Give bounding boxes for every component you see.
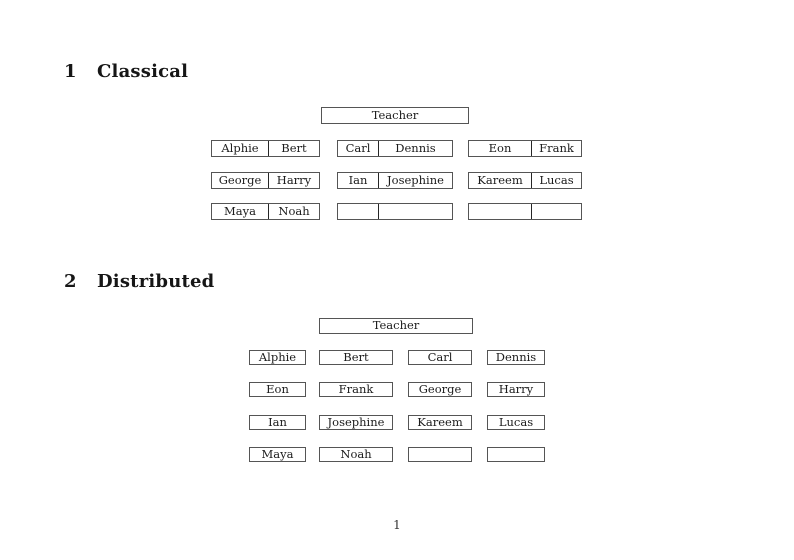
- seat: Eon: [266, 383, 289, 396]
- distributed-desk: Kareem: [408, 415, 472, 430]
- distributed-teacher-box: Teacher: [319, 318, 473, 334]
- classical-desk: Alphie Bert: [211, 140, 320, 157]
- distributed-desk: Bert: [319, 350, 393, 365]
- distributed-desk: Josephine: [319, 415, 393, 430]
- seat: Carl: [345, 141, 371, 155]
- classical-desk: Ian Josephine: [337, 172, 453, 189]
- distributed-desk: Ian: [249, 415, 306, 430]
- distributed-desk: George: [408, 382, 472, 397]
- seat: Maya: [224, 204, 256, 218]
- page-number: 1: [393, 518, 401, 532]
- distributed-desk: Dennis: [487, 350, 545, 365]
- section-heading-classical: 1 Classical: [64, 62, 188, 82]
- distributed-desk: Carl: [408, 350, 472, 365]
- section-number: 2: [64, 271, 77, 292]
- distributed-desk: Noah: [319, 447, 393, 462]
- classical-desk-empty: [337, 203, 453, 220]
- seat: Lucas: [531, 173, 581, 188]
- section-number: 1: [64, 61, 77, 82]
- distributed-desk: Eon: [249, 382, 306, 397]
- seat: Dennis: [495, 351, 537, 364]
- seat-empty: [531, 204, 581, 219]
- seat: Alphie: [221, 141, 259, 155]
- seat: Josephine: [378, 173, 452, 188]
- seat: Kareem: [417, 416, 463, 429]
- classical-desk-empty: [468, 203, 582, 220]
- seat-empty: [488, 448, 544, 461]
- classical-desk: Carl Dennis: [337, 140, 453, 157]
- distributed-desk: Harry: [487, 382, 545, 397]
- seat: George: [418, 383, 462, 396]
- seat-empty: [338, 204, 378, 219]
- distributed-desk-empty: [408, 447, 472, 462]
- seat: Dennis: [378, 141, 452, 156]
- distributed-desk: Maya: [249, 447, 306, 462]
- classical-desk: Eon Frank: [468, 140, 582, 157]
- seat: Kareem: [477, 173, 523, 187]
- seat: Harry: [498, 383, 534, 396]
- distributed-desk: Lucas: [487, 415, 545, 430]
- seat: Eon: [488, 141, 512, 155]
- seat: Carl: [427, 351, 453, 364]
- seat: Lucas: [498, 416, 534, 429]
- seat-empty: [378, 204, 452, 219]
- classical-teacher-box: Teacher: [321, 107, 469, 124]
- seat: Bert: [268, 141, 319, 156]
- classical-desk: Kareem Lucas: [468, 172, 582, 189]
- seat: Maya: [261, 448, 294, 461]
- seat-empty: [469, 204, 531, 219]
- seat: Frank: [338, 383, 374, 396]
- seat: Noah: [268, 204, 319, 219]
- seat: Frank: [531, 141, 581, 156]
- seat: Noah: [340, 448, 372, 461]
- seat: Ian: [348, 173, 368, 187]
- classical-desk: Maya Noah: [211, 203, 320, 220]
- seat: Harry: [268, 173, 319, 188]
- seat-empty: [409, 448, 471, 461]
- seat: George: [218, 173, 262, 187]
- teacher-label: Teacher: [372, 319, 420, 333]
- section-title: Classical: [97, 61, 189, 82]
- seat: Josephine: [327, 416, 385, 429]
- distributed-desk-empty: [487, 447, 545, 462]
- classical-desk: George Harry: [211, 172, 320, 189]
- section-title: Distributed: [97, 271, 215, 292]
- seat: Alphie: [258, 351, 297, 364]
- section-heading-distributed: 2 Distributed: [64, 272, 214, 292]
- teacher-label: Teacher: [371, 108, 419, 122]
- seat: Bert: [343, 351, 369, 364]
- seat: Ian: [268, 416, 287, 429]
- distributed-desk: Alphie: [249, 350, 306, 365]
- distributed-desk: Frank: [319, 382, 393, 397]
